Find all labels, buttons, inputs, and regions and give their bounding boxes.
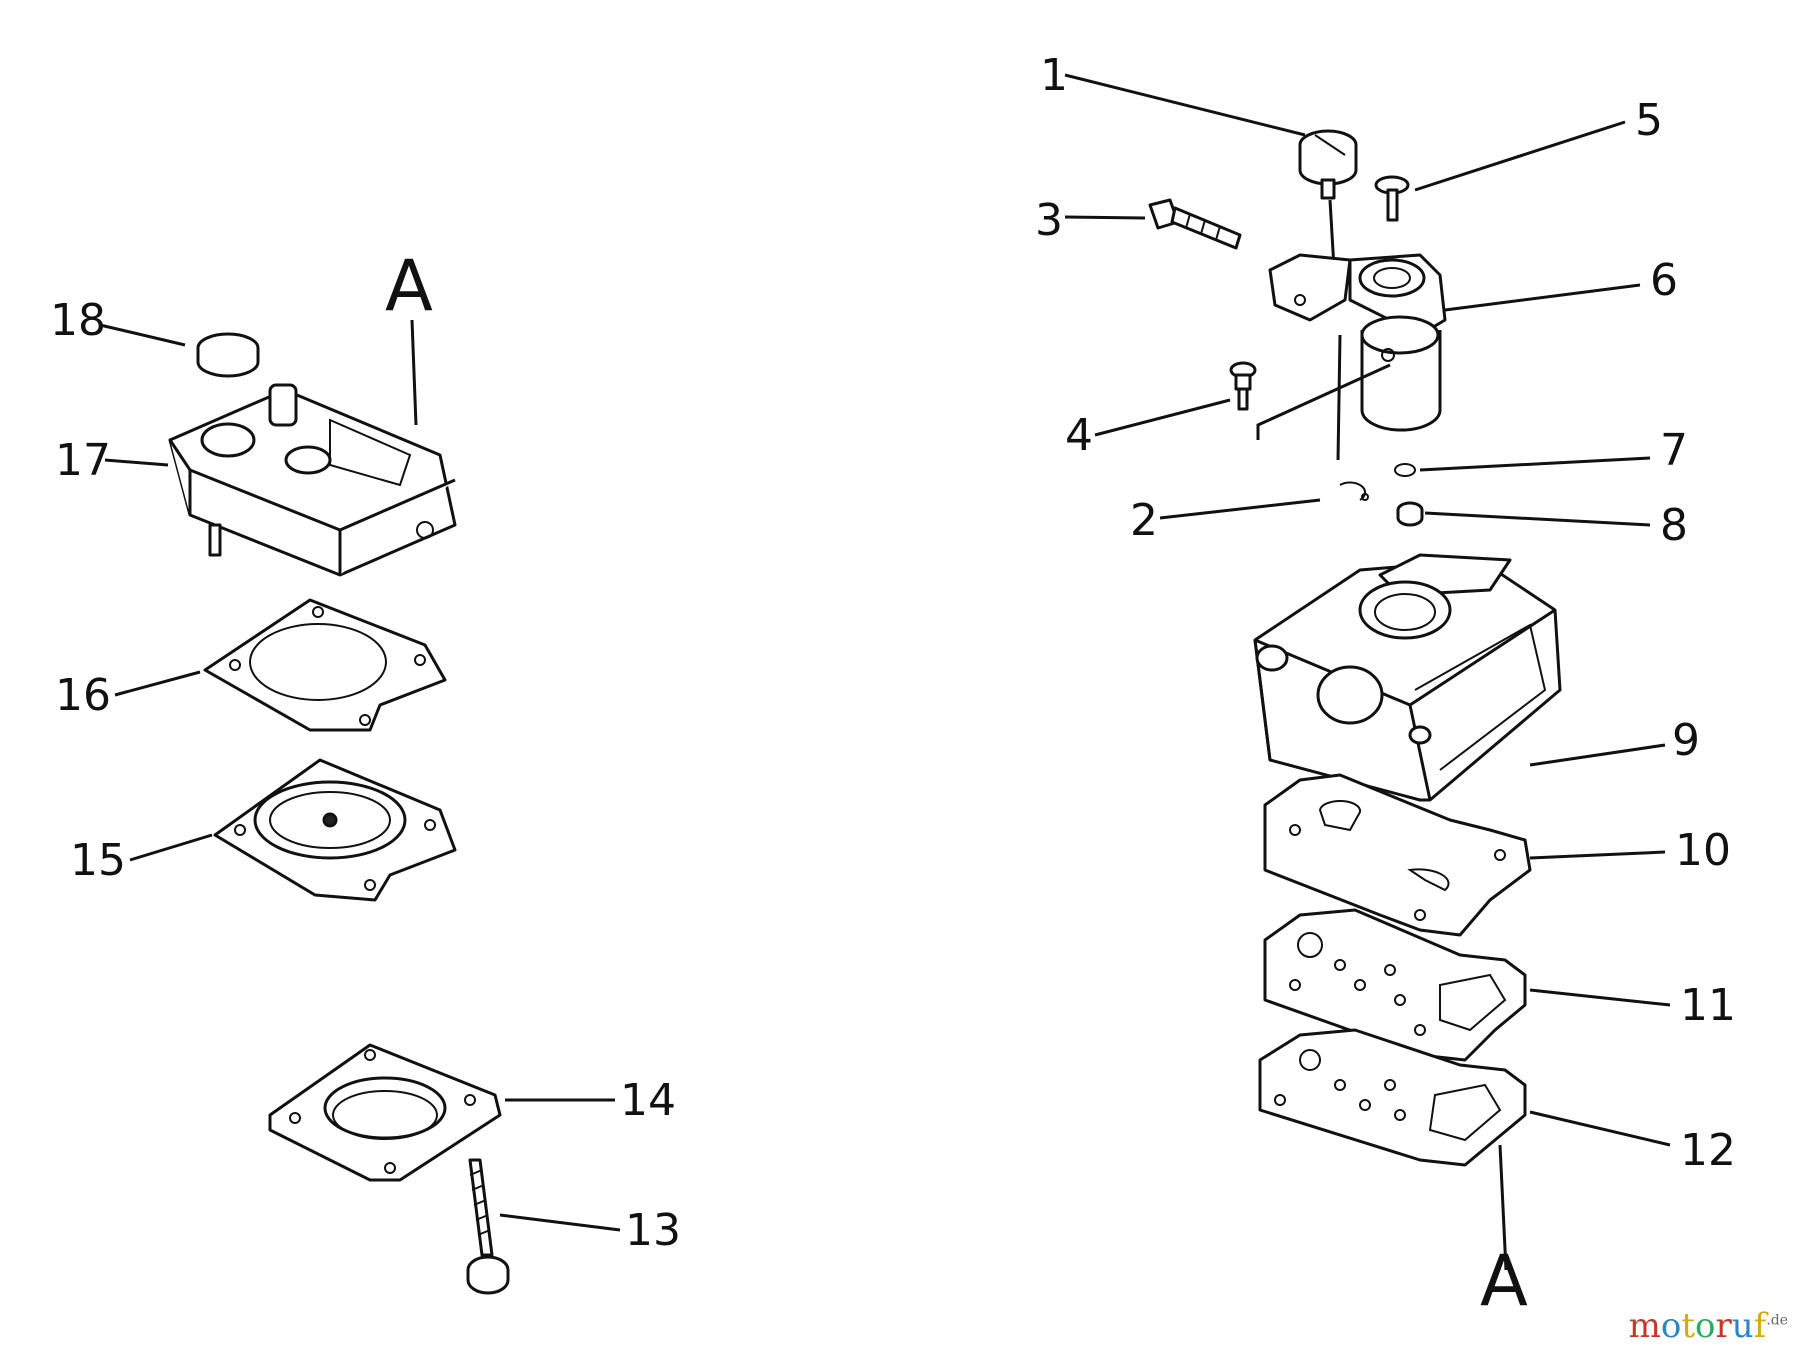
part-1-adjust-screw xyxy=(1298,129,1358,200)
part-2-e-clip xyxy=(1339,481,1369,501)
callout-17: 17 xyxy=(55,435,111,486)
callout-9: 9 xyxy=(1672,715,1700,766)
callout-8: 8 xyxy=(1660,500,1688,551)
part-8-nut xyxy=(1396,501,1424,527)
callout-18: 18 xyxy=(50,295,106,346)
part-4-small-screw xyxy=(1229,361,1257,411)
watermark-letter: u xyxy=(1731,1306,1754,1346)
part-16-gasket xyxy=(203,598,447,732)
watermark-letter: m xyxy=(1628,1306,1661,1346)
part-7-o-ring xyxy=(1394,463,1416,477)
callout-13: 13 xyxy=(625,1205,681,1256)
watermark-letter: r xyxy=(1715,1306,1732,1346)
callout-1: 1 xyxy=(1040,50,1068,101)
part-5-pin xyxy=(1374,175,1410,222)
part-18-cap xyxy=(196,332,260,378)
part-10-gasket xyxy=(1263,773,1532,937)
callout-3: 3 xyxy=(1035,195,1063,246)
part-14-flange xyxy=(268,1043,502,1182)
watermark-letter: o xyxy=(1660,1306,1682,1346)
callout-6: 6 xyxy=(1650,255,1678,306)
part-3-screw xyxy=(1148,198,1242,250)
callout-5: 5 xyxy=(1635,95,1663,146)
watermark-letter: t xyxy=(1681,1306,1696,1346)
callout-15: 15 xyxy=(70,835,126,886)
part-9-carb-body xyxy=(1253,553,1562,802)
part-6-throttle-body xyxy=(1268,253,1447,432)
marker-a-right: A xyxy=(1480,1240,1528,1322)
callout-2: 2 xyxy=(1130,495,1158,546)
part-17-pump-cover xyxy=(168,383,457,577)
callout-16: 16 xyxy=(55,670,111,721)
part-12-lower-gasket xyxy=(1258,1028,1527,1167)
callout-4: 4 xyxy=(1065,410,1093,461)
callout-14: 14 xyxy=(620,1075,676,1126)
part-13-screw xyxy=(466,1158,510,1295)
watermark-logo: motoruf.de xyxy=(1629,1306,1788,1346)
callout-7: 7 xyxy=(1660,425,1688,476)
watermark-letter: f xyxy=(1753,1306,1767,1346)
watermark-text: motoruf xyxy=(1629,1306,1767,1346)
callout-12: 12 xyxy=(1680,1125,1736,1176)
callout-11: 11 xyxy=(1680,980,1736,1031)
part-15-diaphragm xyxy=(213,758,457,902)
watermark-suffix: .de xyxy=(1766,1312,1788,1329)
watermark-letter: o xyxy=(1695,1306,1716,1346)
marker-a-left: A xyxy=(385,245,433,327)
callout-10: 10 xyxy=(1675,825,1731,876)
